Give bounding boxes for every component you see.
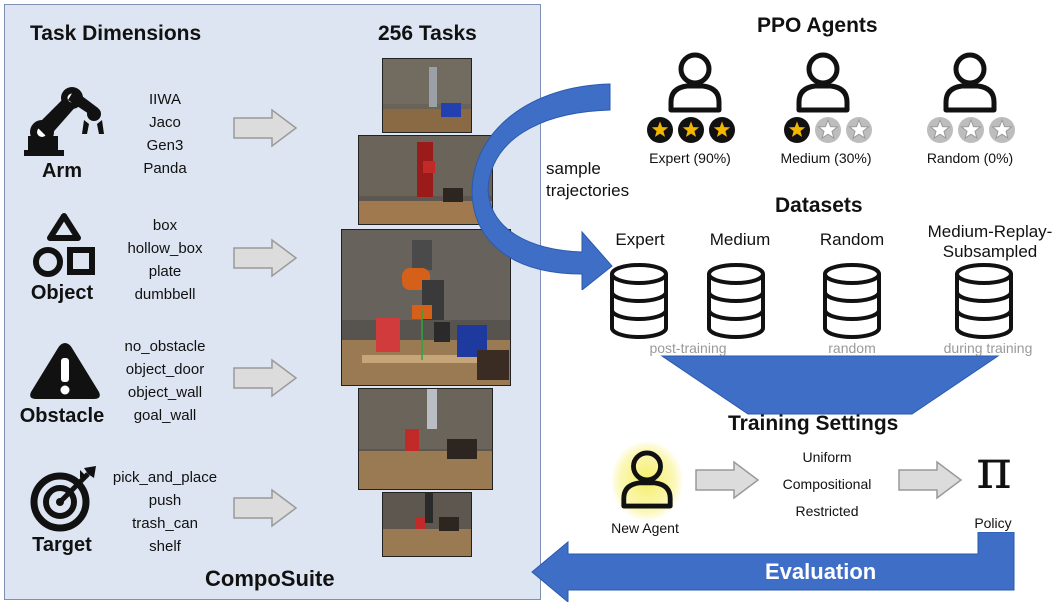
target-label: Target (32, 534, 92, 556)
medium-agent-icon (796, 52, 850, 113)
option-item: IIWA (149, 91, 181, 108)
sample-trajectories-arrow (471, 83, 613, 290)
arm-options: IIWA Jaco Gen3 Panda (100, 88, 230, 180)
option-item: object_door (125, 361, 205, 378)
option-item: Panda (143, 160, 187, 177)
to-settings-arrow (695, 460, 760, 500)
arm-label: Arm (41, 160, 82, 182)
empty-star-icon (929, 118, 951, 140)
to-policy-arrow (898, 460, 963, 500)
option-item: Gen3 (146, 137, 184, 154)
option-item: pick_and_place (112, 469, 218, 486)
obstacle-arrow (233, 358, 298, 398)
option-item: push (148, 492, 182, 509)
tasks-title: 256 Tasks (378, 22, 477, 45)
database-icon (707, 263, 765, 339)
medium-replay-dataset-label: Medium-Replay- Subsampled (927, 222, 1053, 261)
robot-arm-icon (24, 87, 104, 156)
during-training-label: during training (943, 340, 1033, 356)
task-render-image (358, 388, 493, 490)
option-item: shelf (149, 538, 181, 555)
task-dimensions-title: Task Dimensions (30, 22, 202, 45)
medium-dataset-label: Medium (709, 230, 771, 249)
evaluation-label: Evaluation (765, 559, 877, 584)
random-agent-icon (943, 52, 997, 113)
task-render-image (382, 58, 472, 133)
option-item: object_wall (127, 384, 203, 401)
filled-star-icon (680, 118, 702, 140)
empty-star-icon (848, 118, 870, 140)
random-agent-label: Random (0%) (926, 150, 1014, 166)
option-item: no_obstacle (124, 338, 206, 355)
setting-item: Compositional (782, 476, 872, 492)
datasets-title: Datasets (775, 194, 863, 217)
target-arrow (233, 488, 298, 528)
target-icon (30, 466, 96, 532)
option-item: box (152, 217, 178, 234)
ppo-agents-title: PPO Agents (757, 14, 878, 37)
warning-icon (30, 343, 100, 399)
object-arrow (233, 238, 298, 278)
expert-agent-icon (668, 52, 722, 113)
evaluation-arrow (531, 532, 1015, 602)
expert-star-rating (647, 117, 735, 143)
option-item: goal_wall (133, 407, 197, 424)
option-item: dumbbell (134, 286, 196, 303)
task-render-image (341, 229, 511, 386)
training-settings-title: Training Settings (728, 412, 899, 435)
option-item: plate (148, 263, 182, 280)
empty-star-icon (960, 118, 982, 140)
target-options: pick_and_place push trash_can shelf (100, 466, 230, 558)
training-settings-list: Uniform Compositional Restricted (752, 444, 902, 525)
medium-star-rating (784, 117, 872, 143)
database-icon (955, 263, 1013, 339)
post-training-label: post-training (649, 340, 727, 356)
setting-item: Uniform (802, 449, 852, 465)
arm-arrow (233, 108, 298, 148)
sample-trajectories-label: sample trajectories (546, 159, 630, 200)
random-source-label: random (828, 340, 876, 356)
task-render-image (358, 135, 493, 225)
obstacle-options: no_obstacle object_door object_wall goal… (100, 335, 230, 427)
random-dataset-label: Random (819, 230, 885, 249)
database-icon (823, 263, 881, 339)
filled-star-icon (649, 118, 671, 140)
new-agent-icon (621, 450, 673, 509)
composuite-title: CompoSuite (205, 566, 335, 591)
option-item: hollow_box (127, 240, 203, 257)
setting-item: Restricted (795, 503, 859, 519)
expert-dataset-label: Expert (615, 230, 665, 249)
policy-label: Policy (974, 515, 1012, 531)
new-agent-label: New Agent (611, 520, 679, 536)
medium-agent-label: Medium (30%) (780, 150, 872, 166)
object-label: Object (30, 282, 94, 304)
dataset-funnel (660, 355, 1000, 415)
option-item: Jaco (149, 114, 181, 131)
filled-star-icon (786, 118, 808, 140)
filled-star-icon (711, 118, 733, 140)
task-render-image (382, 492, 472, 557)
empty-star-icon (817, 118, 839, 140)
option-item: trash_can (132, 515, 198, 532)
expert-agent-label: Expert (90%) (649, 150, 731, 166)
random-star-rating (927, 117, 1015, 143)
empty-star-icon (991, 118, 1013, 140)
policy-pi-icon: π (976, 438, 1012, 501)
object-options: box hollow_box plate dumbbell (100, 214, 230, 306)
shapes-icon (33, 213, 95, 277)
database-icon (610, 263, 668, 339)
obstacle-label: Obstacle (19, 405, 105, 427)
